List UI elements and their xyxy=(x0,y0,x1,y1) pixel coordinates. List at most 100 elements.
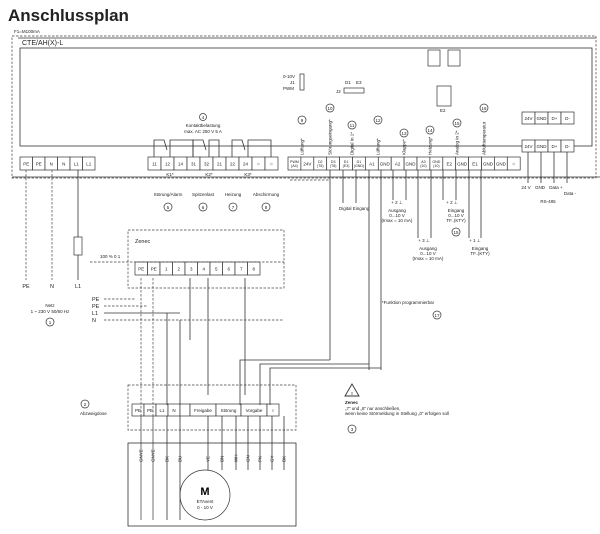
svg-text:12: 12 xyxy=(375,118,381,123)
svg-text:Vorgabe: Vorgabe xyxy=(246,408,263,413)
svg-text:24V: 24V xyxy=(303,162,311,167)
svg-text:8: 8 xyxy=(265,205,268,210)
svg-text:J2: J2 xyxy=(336,89,341,94)
svg-text:E2: E2 xyxy=(440,108,446,113)
motor-wire-label: BK xyxy=(282,456,287,462)
junction-terminal: PE xyxy=(131,403,145,417)
bus-terminal: 24V xyxy=(521,139,536,153)
io-terminal: GND xyxy=(481,156,495,171)
svg-text:L1: L1 xyxy=(86,162,92,167)
svg-text:24V: 24V xyxy=(524,116,532,121)
io-terminal: E1 xyxy=(468,156,482,171)
relay-terminal: 31 xyxy=(186,156,201,171)
zenec-switch: 100 % 0 1 xyxy=(100,254,121,259)
io-terminal: D3(T8) xyxy=(326,156,340,171)
io-terminal: D1(E3) xyxy=(339,156,353,171)
svg-text:(Imax = 10 mA): (Imax = 10 mA) xyxy=(413,256,444,261)
svg-text:Lüftung*: Lüftung* xyxy=(376,138,381,155)
svg-text:D-: D- xyxy=(565,144,570,149)
svg-text:Lüftung*: Lüftung* xyxy=(300,138,305,155)
motor-wire-label: GY xyxy=(270,455,275,462)
svg-text:Heizung*: Heizung* xyxy=(428,136,433,155)
svg-text:Störung: Störung xyxy=(221,408,237,413)
svg-text:24 V: 24 V xyxy=(521,185,530,190)
svg-text:M: M xyxy=(200,486,209,498)
svg-text:D1(E3): D1(E3) xyxy=(343,160,350,168)
relay-terminal: 32 xyxy=(199,156,214,171)
svg-text:„7“ und „8“ nur anschließen,: „7“ und „8“ nur anschließen, xyxy=(345,406,401,411)
zenec-title: Zenec xyxy=(135,239,151,245)
relay-name: K1* xyxy=(166,172,174,177)
motor-wire-label: BU xyxy=(178,456,183,462)
svg-text:D1: D1 xyxy=(345,80,351,85)
svg-text:+ 1 ⊥: + 1 ⊥ xyxy=(469,238,481,243)
svg-text:Ablufttemperatur: Ablufttemperatur xyxy=(482,121,487,155)
svg-text:31: 31 xyxy=(191,162,197,167)
svg-text:4: 4 xyxy=(202,115,205,120)
motor-wire-label: GNYE xyxy=(139,449,144,462)
svg-text:!: ! xyxy=(351,391,353,396)
relay-name: K2* xyxy=(205,172,213,177)
svg-text:L1: L1 xyxy=(75,284,81,290)
svg-text:7: 7 xyxy=(232,205,235,210)
svg-text:N: N xyxy=(92,318,96,324)
svg-text:Eingang: Eingang xyxy=(472,246,489,251)
svg-text:14: 14 xyxy=(427,128,433,133)
warning-triangle-icon xyxy=(344,383,360,397)
svg-text:PE: PE xyxy=(147,408,153,413)
digital-input-label: Digital Eingang xyxy=(339,206,370,211)
motor-box xyxy=(127,442,297,527)
svg-text:Spitzenlast: Spitzenlast xyxy=(192,192,215,197)
junction-label: 2 Abzweigdose xyxy=(80,399,107,416)
motor-wire-label: GNYE xyxy=(151,449,156,462)
svg-text:+ 2 ⊥: + 2 ⊥ xyxy=(446,200,458,205)
motor: M ETAvent 0 - 10 V xyxy=(179,469,231,521)
junction-terminal: PE xyxy=(143,403,157,417)
relay-header: 4 Kontaktbelastung max. AC 250 V 5 A xyxy=(184,113,222,134)
motor-wire-label: BK xyxy=(165,456,170,462)
io-terminal: GND(10) xyxy=(429,156,444,171)
svg-text:E3: E3 xyxy=(356,80,362,85)
svg-text:GND: GND xyxy=(457,162,468,167)
bus-terminal: GND xyxy=(534,111,549,125)
svg-text:TF..(KTY): TF..(KTY) xyxy=(470,251,490,256)
junction-terminal: Vorgabe xyxy=(240,403,268,417)
svg-text:J1: J1 xyxy=(290,80,295,85)
svg-text:D3(T8): D3(T8) xyxy=(330,160,337,168)
io-annotations: Digital Eingang + 2 ⊥ Ausgang 0...10 V (… xyxy=(339,200,490,261)
zenec-box xyxy=(127,229,285,289)
zenec-terminal: 7 xyxy=(234,261,248,276)
svg-text:E2: E2 xyxy=(446,162,452,167)
junction-terminal: L1 xyxy=(155,403,169,417)
svg-text:0...10 V: 0...10 V xyxy=(448,213,464,218)
svg-text:Data +: Data + xyxy=(549,185,563,190)
bus-terminal: D- xyxy=(560,111,575,125)
svg-text:PE: PE xyxy=(135,408,141,413)
device-label: CTE/AH(X)-L xyxy=(22,40,63,47)
io-terminal: GND xyxy=(455,156,469,171)
zenec-terminal: 8 xyxy=(247,261,261,276)
relay-terminal: ○ xyxy=(264,156,279,171)
svg-text:16: 16 xyxy=(481,106,487,111)
relay-terminal: 21 xyxy=(212,156,227,171)
relay-terminal: 11 xyxy=(147,156,162,171)
svg-text:wenn keine Störmeldung in Stel: wenn keine Störmeldung in Stellung „0“ e… xyxy=(345,411,449,416)
svg-text:Klappe*: Klappe* xyxy=(402,139,407,155)
svg-text:*Funktion programmierbar: *Funktion programmierbar xyxy=(382,300,435,305)
svg-text:17: 17 xyxy=(434,313,440,318)
svg-text:D+: D+ xyxy=(552,144,558,149)
svg-text:3: 3 xyxy=(351,427,354,432)
svg-text:D2(T8): D2(T8) xyxy=(317,160,324,168)
power-terminal: PE xyxy=(32,156,46,171)
io-terminal: D1(GND) xyxy=(352,156,366,171)
svg-text:5: 5 xyxy=(215,267,218,272)
jumper-e2: E2 xyxy=(427,49,461,113)
